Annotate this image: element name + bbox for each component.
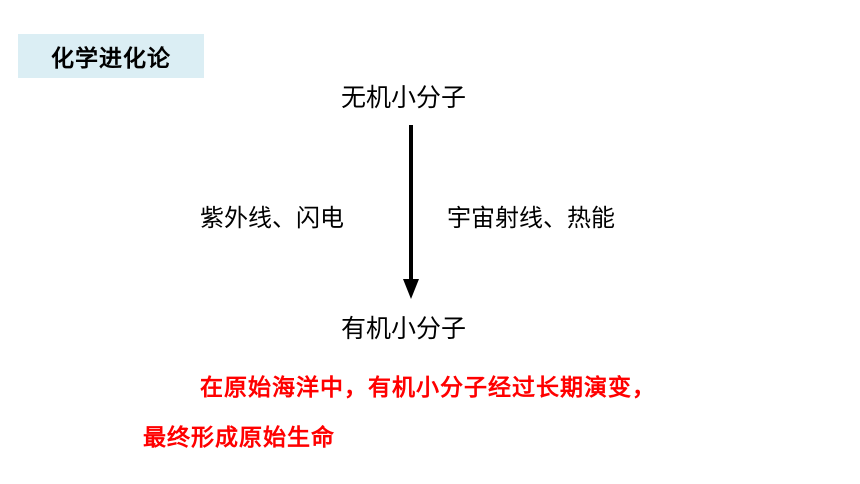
page-title: 化学进化论 — [51, 46, 171, 72]
left-condition-label: 紫外线、闪电 — [200, 204, 344, 232]
summary-line-2: 最终形成原始生命 — [143, 425, 335, 451]
title-box: 化学进化论 — [18, 34, 204, 78]
summary-line-1: 在原始海洋中，有机小分子经过长期演变， — [200, 375, 656, 401]
down-arrow — [403, 125, 419, 299]
arrow-head — [403, 279, 419, 299]
bottom-node: 有机小分子 — [341, 314, 467, 343]
top-node: 无机小分子 — [341, 83, 467, 112]
right-condition-label: 宇宙射线、热能 — [447, 204, 615, 232]
